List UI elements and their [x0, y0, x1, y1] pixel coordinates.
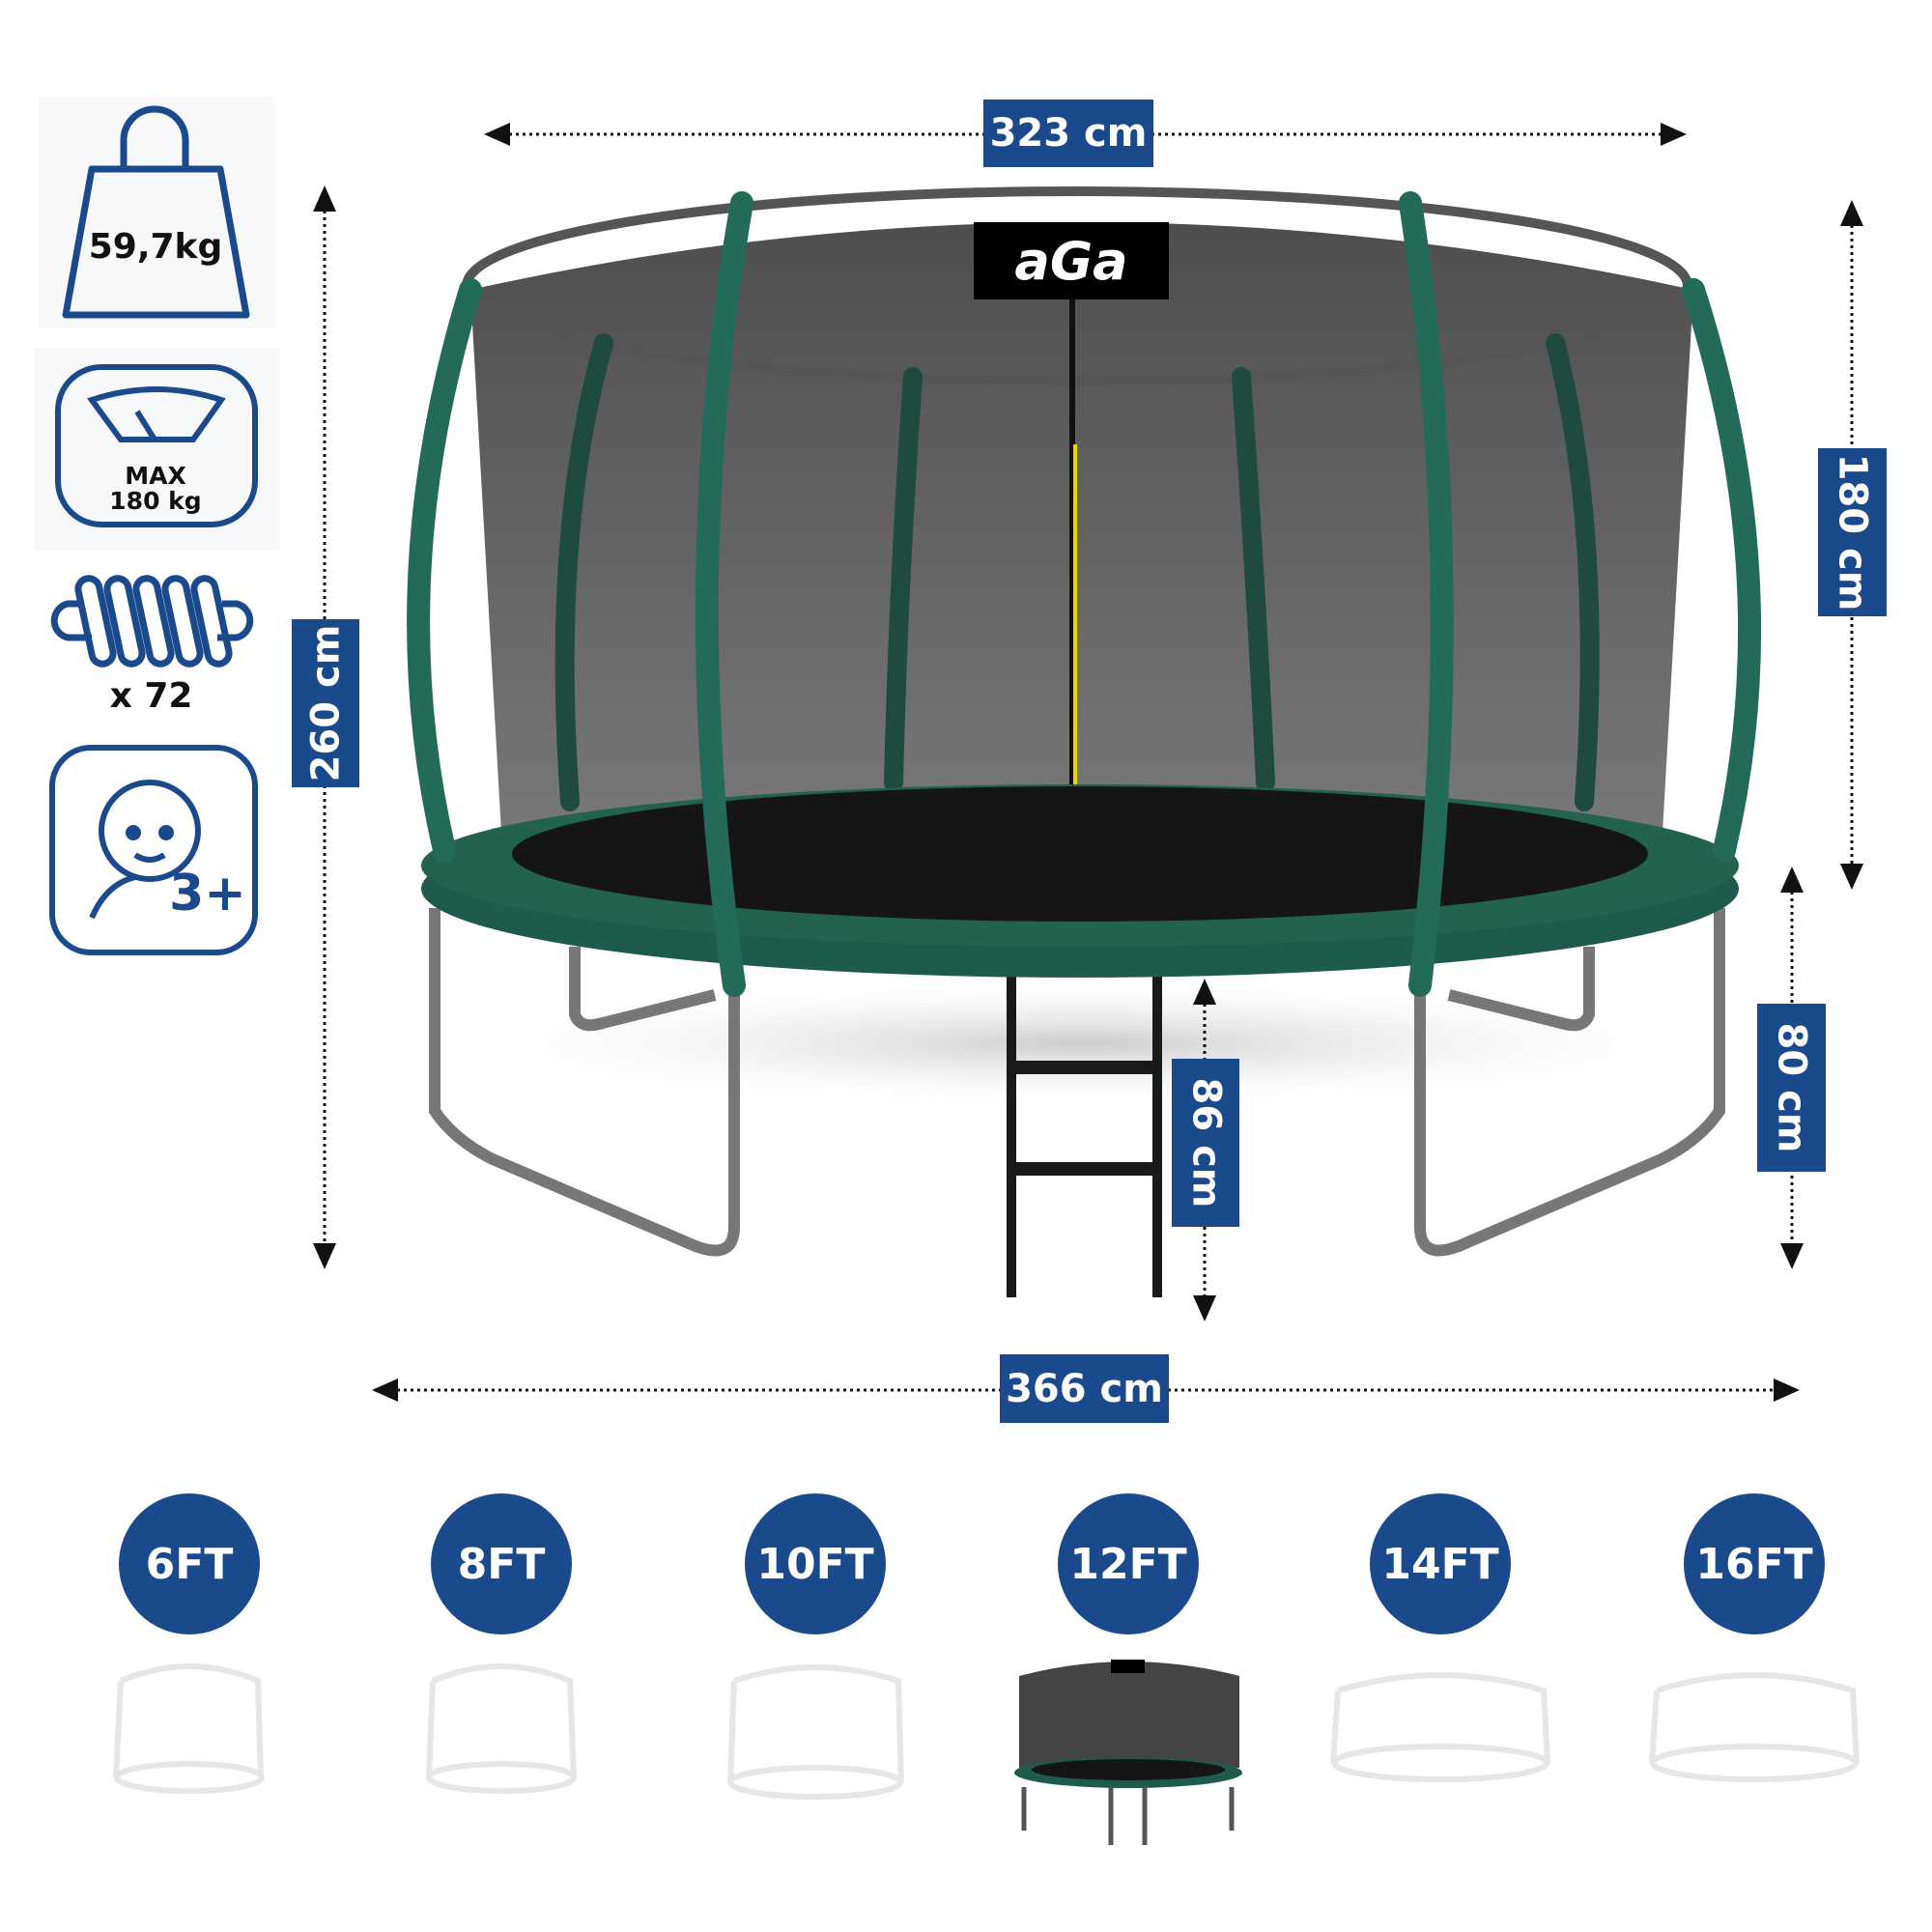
icon-panel	[39, 97, 275, 328]
weight-value: 59,7kg	[88, 227, 223, 267]
net-height-label: 180 cm	[1818, 448, 1887, 616]
brand-logo: aGa	[1014, 231, 1128, 292]
ground-shadow	[406, 976, 1758, 1111]
spring-count: x 72	[109, 676, 193, 716]
net-poles	[554, 333, 1600, 811]
size-option-10ft[interactable]: 10FT	[745, 1493, 886, 1634]
scale-icon	[55, 364, 258, 527]
weight-icon	[62, 105, 250, 319]
max-load-label: MAX	[125, 462, 186, 490]
spring-icon	[50, 575, 254, 668]
frame-legs	[429, 908, 1725, 1257]
ladder-height-label: 86 cm	[1172, 1059, 1239, 1227]
size-option-14ft[interactable]: 14FT	[1370, 1493, 1511, 1634]
size-thumbnails	[113, 1660, 1860, 1845]
brand-logo-box	[974, 222, 1169, 299]
total-height-label: 260 cm	[292, 619, 359, 787]
size-option-8ft[interactable]: 8FT	[431, 1493, 572, 1634]
frame-diameter-label: 366 cm	[1000, 1354, 1169, 1423]
jumping-mat	[512, 786, 1648, 922]
outer-poles	[407, 191, 1762, 997]
thumbnail-selected	[1014, 1660, 1242, 1845]
ladder	[1007, 976, 1162, 1297]
max-load-value: 180 kg	[109, 487, 202, 515]
safety-net	[470, 222, 1693, 850]
size-option-12ft[interactable]: 12FT	[1058, 1493, 1199, 1634]
top-diameter-label: 323 cm	[983, 99, 1153, 167]
child-age-icon	[49, 745, 258, 955]
age-label: 3+	[169, 865, 246, 923]
size-option-16ft[interactable]: 16FT	[1684, 1493, 1825, 1634]
frame-height-label: 80 cm	[1757, 1004, 1826, 1172]
size-option-6ft[interactable]: 6FT	[119, 1493, 260, 1634]
